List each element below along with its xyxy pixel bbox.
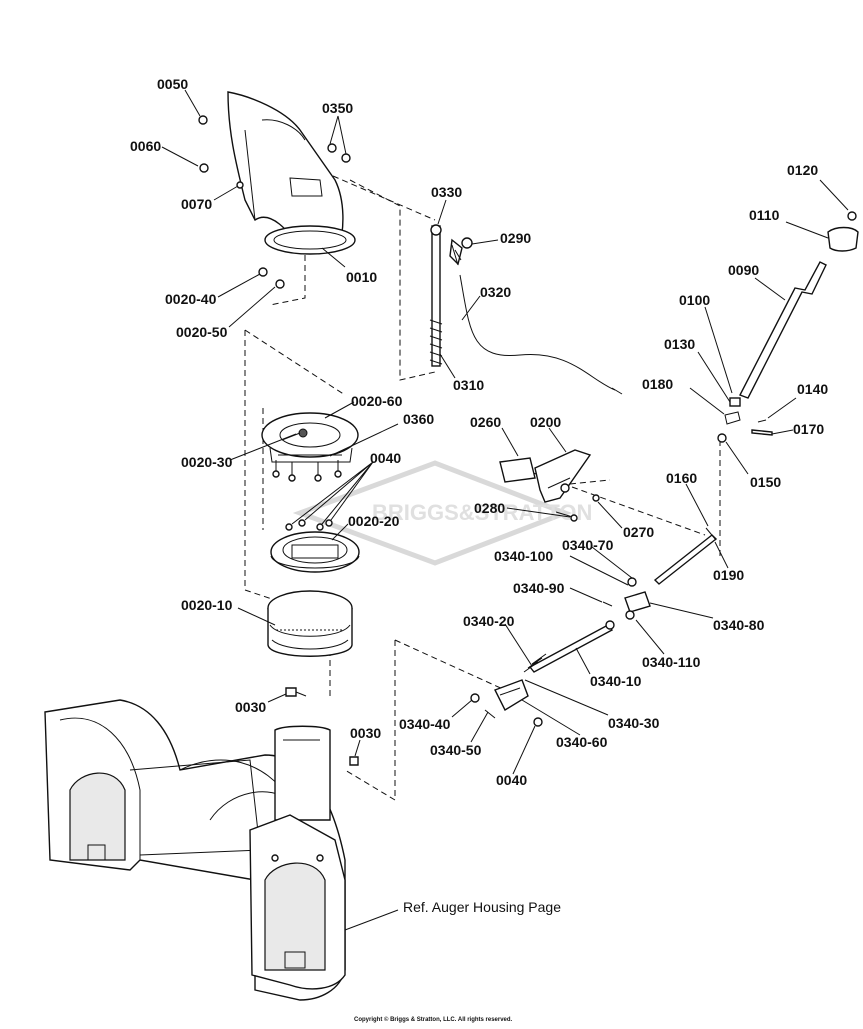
lower-gear-ring <box>267 590 353 657</box>
chute-ring <box>270 519 360 573</box>
discharge-chute <box>227 91 356 255</box>
label-0350: 0350 <box>322 100 353 116</box>
label-0090: 0090 <box>728 262 759 278</box>
label-0140: 0140 <box>797 381 828 397</box>
chute-cable <box>449 237 623 395</box>
label-0340-20: 0340-20 <box>463 613 515 629</box>
assembly-guide-lines <box>244 175 721 801</box>
label-0340-90: 0340-90 <box>513 580 565 596</box>
upper-gear-plate <box>261 412 359 482</box>
label-0320: 0320 <box>480 284 511 300</box>
label-0200: 0200 <box>530 414 561 430</box>
label-0070: 0070 <box>181 196 212 212</box>
brand-watermark: BRIGGS&STRATTON <box>292 460 592 566</box>
speed-linkage <box>470 577 651 727</box>
part-labels: 0050 0350 0060 0070 0010 0020-40 0020-50… <box>130 76 828 788</box>
label-0280: 0280 <box>474 500 505 516</box>
watermark-text: BRIGGS&STRATTON <box>372 500 592 525</box>
label-0050: 0050 <box>157 76 188 92</box>
label-0060: 0060 <box>130 138 161 154</box>
label-0180: 0180 <box>642 376 673 392</box>
label-0360: 0360 <box>403 411 434 427</box>
label-0120: 0120 <box>787 162 818 178</box>
label-0170: 0170 <box>793 421 824 437</box>
label-0270: 0270 <box>623 524 654 540</box>
label-0340-10: 0340-10 <box>590 673 642 689</box>
label-0310: 0310 <box>453 377 484 393</box>
label-0130: 0130 <box>664 336 695 352</box>
auger-housing <box>44 699 346 1001</box>
label-0020-20: 0020-20 <box>348 513 400 529</box>
shift-rod <box>653 527 718 585</box>
label-0330: 0330 <box>431 184 462 200</box>
label-0190: 0190 <box>713 567 744 583</box>
label-0020-40: 0020-40 <box>165 291 217 307</box>
label-0340-70: 0340-70 <box>562 537 614 553</box>
chute-control-rod <box>429 224 443 367</box>
label-0020-30: 0020-30 <box>181 454 233 470</box>
shift-bracket <box>499 449 600 522</box>
label-0030-right: 0030 <box>350 725 381 741</box>
label-0110: 0110 <box>749 207 780 223</box>
label-0260: 0260 <box>470 414 501 430</box>
label-0340-110: 0340-110 <box>642 654 701 670</box>
leader-lines <box>161 89 849 931</box>
label-0010: 0010 <box>346 269 377 285</box>
label-0040-upper: 0040 <box>370 450 401 466</box>
mount-bolts <box>285 687 359 766</box>
label-0340-80: 0340-80 <box>713 617 765 633</box>
label-0030-left: 0030 <box>235 699 266 715</box>
label-0020-50: 0020-50 <box>176 324 228 340</box>
label-0040-lower: 0040 <box>496 772 527 788</box>
copyright-notice: Copyright © Briggs & Stratton, LLC. All … <box>354 1016 513 1023</box>
label-0340-60: 0340-60 <box>556 734 608 750</box>
shift-lever <box>717 211 859 443</box>
label-0100: 0100 <box>679 292 710 308</box>
label-0340-50: 0340-50 <box>430 742 482 758</box>
label-0290: 0290 <box>500 230 531 246</box>
label-0150: 0150 <box>750 474 781 490</box>
label-0340-40: 0340-40 <box>399 716 451 732</box>
label-0020-10: 0020-10 <box>181 597 233 613</box>
label-0340-30: 0340-30 <box>608 715 660 731</box>
label-0160: 0160 <box>666 470 697 486</box>
reference-note: Ref. Auger Housing Page <box>403 899 561 915</box>
label-0020-60: 0020-60 <box>351 393 403 409</box>
label-0340-100: 0340-100 <box>494 548 553 564</box>
